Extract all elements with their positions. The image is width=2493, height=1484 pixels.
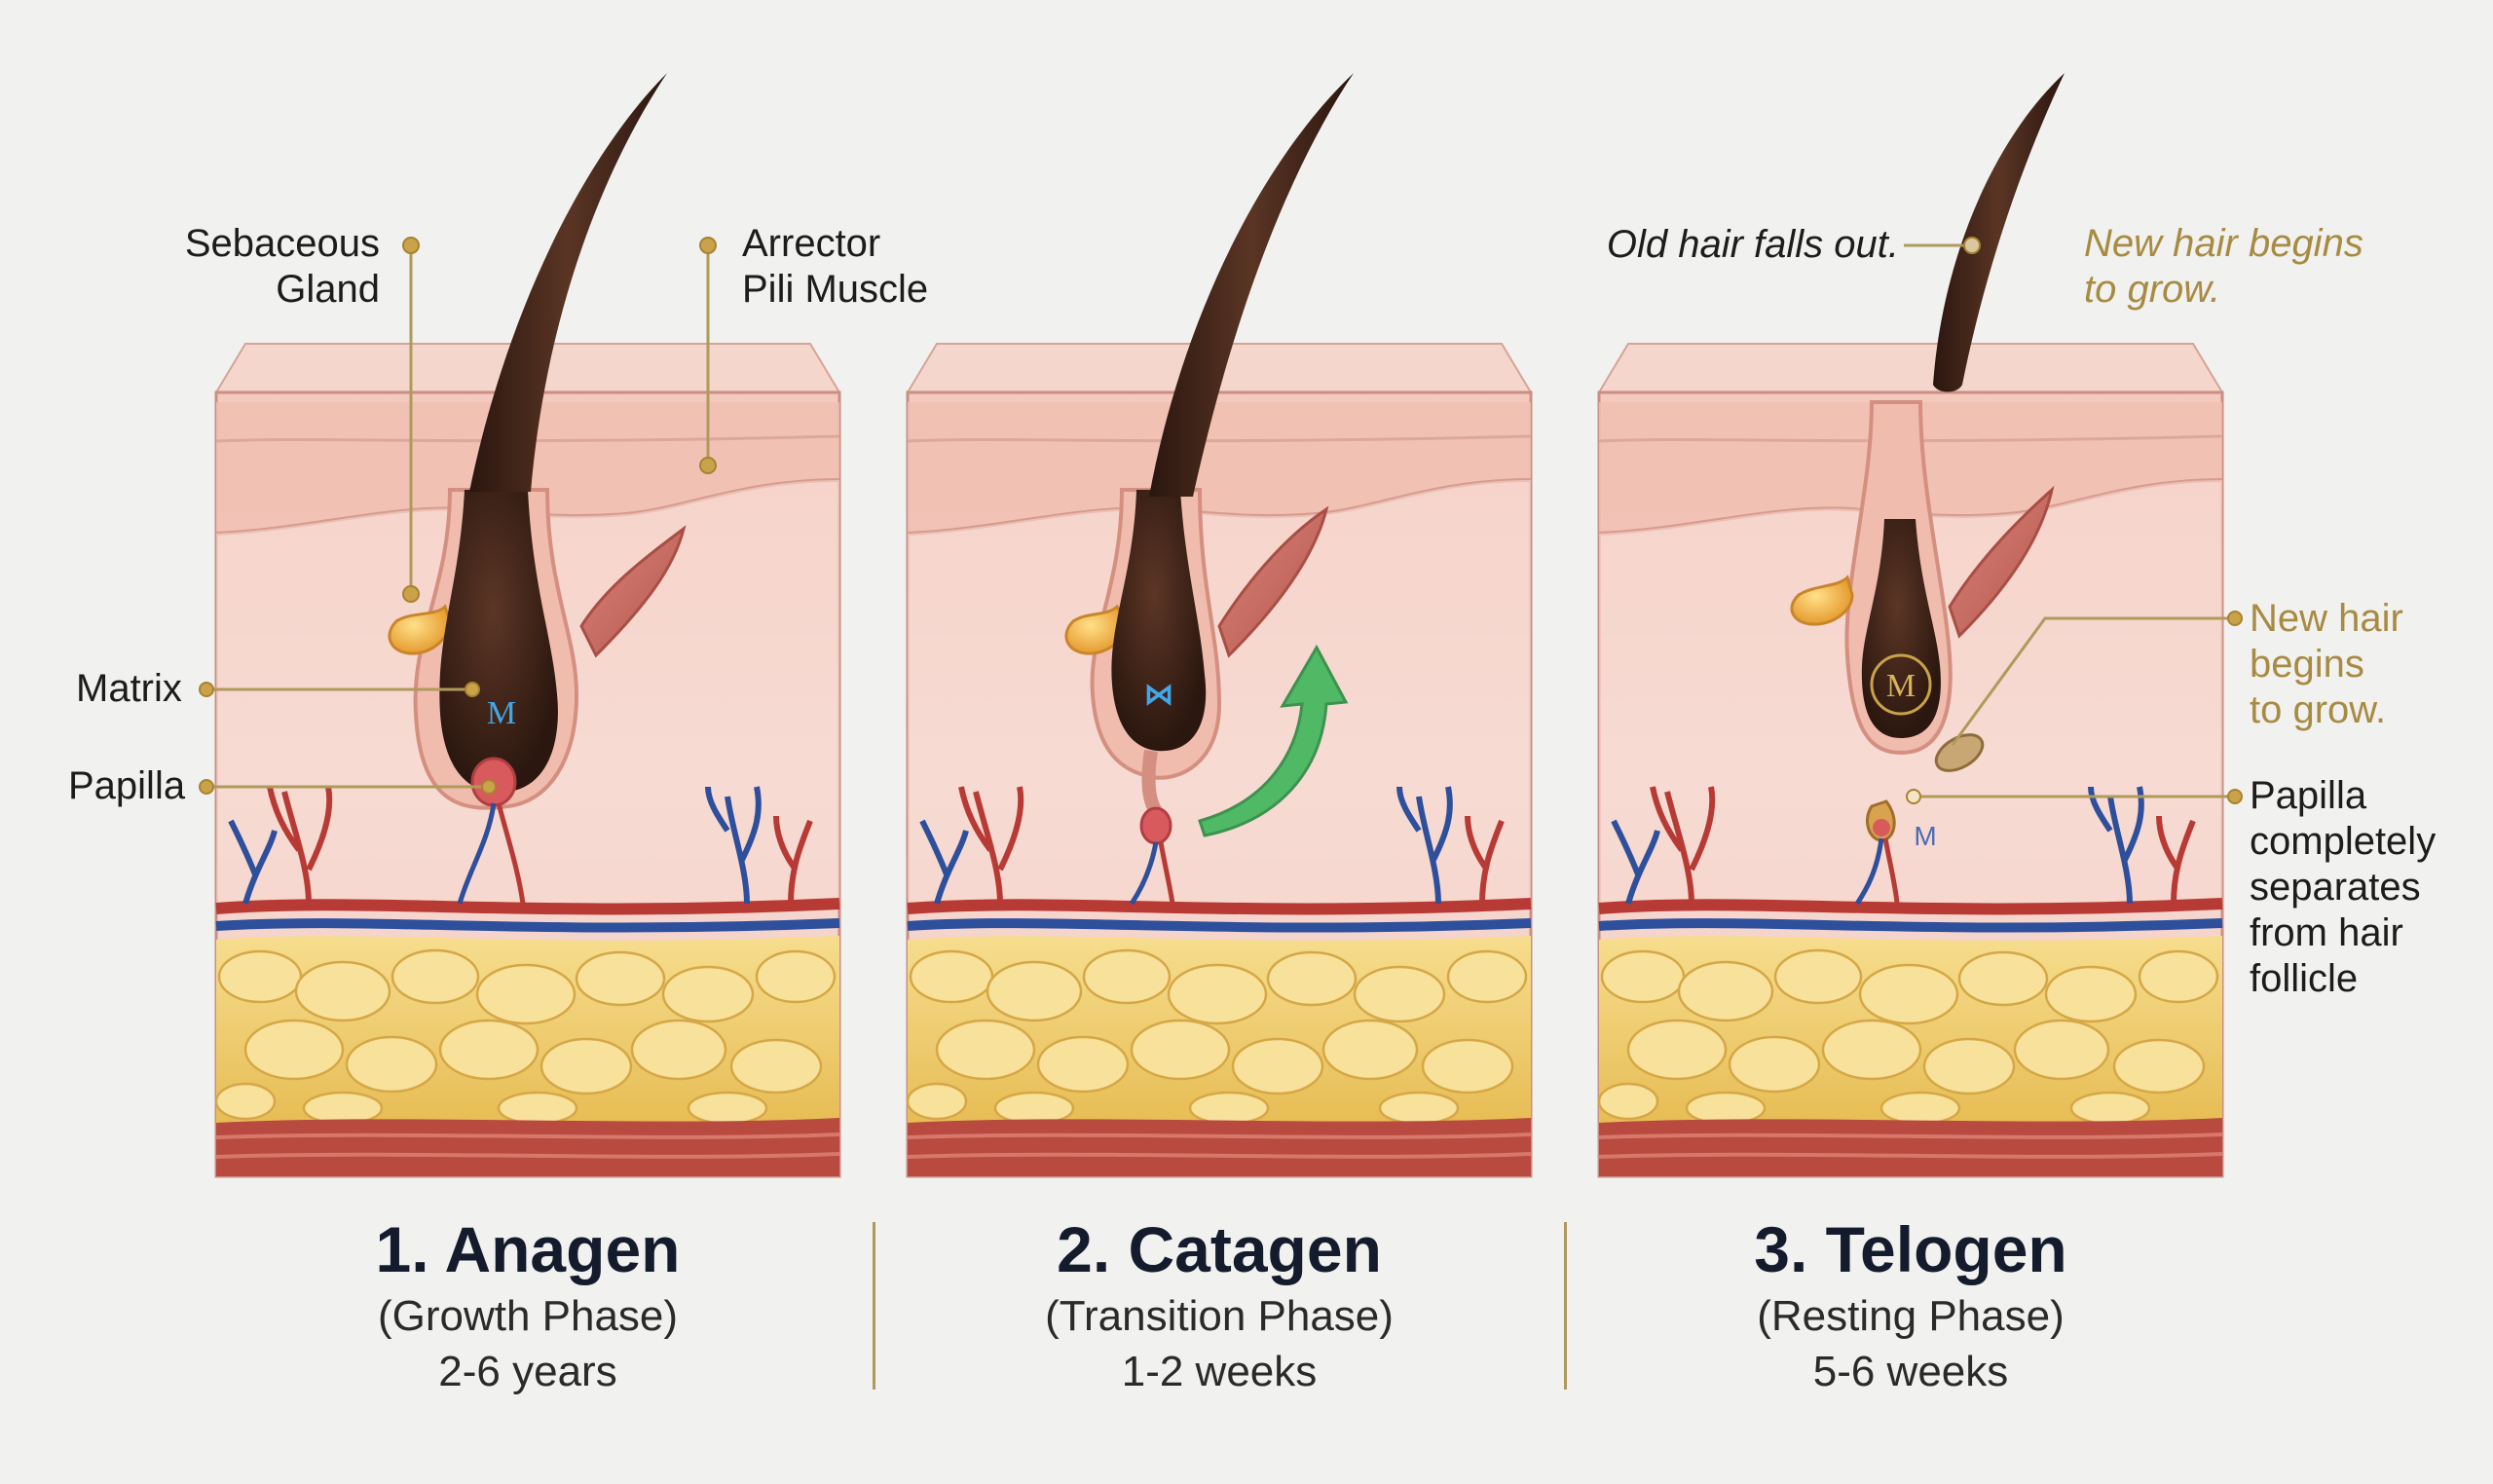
telogen-shed-hair	[1933, 73, 2065, 392]
anagen-hair-shaft	[469, 73, 667, 492]
new-hair-right-label-line3: to grow.	[2250, 688, 2387, 731]
new-hair-right-label: New hair begins to grow.	[2250, 596, 2474, 733]
catagen-duration: 1-2 weeks	[1121, 1348, 1318, 1395]
new-hair-right-label-line2: begins	[2250, 643, 2364, 686]
papilla-separates-label-line2: completely	[2250, 820, 2437, 863]
sebaceous-gland-label-line2: Gland	[276, 268, 380, 311]
telogen-title: 3. Telogen	[1754, 1213, 2067, 1285]
anagen-duration: 2-6 years	[438, 1348, 617, 1395]
new-hair-right-label-line1: New hair	[2250, 597, 2403, 640]
anagen-title: 1. Anagen	[375, 1213, 681, 1285]
divider-2	[1564, 1222, 1567, 1390]
arrector-pili-label: Arrector Pili Muscle	[742, 221, 1034, 313]
catagen-panel: ⋈	[908, 344, 1531, 1176]
papilla-separates-label-line1: Papilla	[2250, 774, 2367, 817]
new-hair-top-label-line2: to grow.	[2084, 268, 2221, 311]
arrector-pili-label-line2: Pili Muscle	[742, 268, 929, 311]
callout-dots	[199, 237, 2243, 804]
anagen-panel: M	[216, 344, 839, 1176]
papilla-separates-label-line4: from hair	[2250, 911, 2403, 954]
club-hair-m-icon: M	[1886, 668, 1916, 704]
arrector-pili-label-line1: Arrector	[742, 222, 881, 265]
matrix-m-icon: M	[487, 695, 516, 731]
new-hair-right-callout-line	[1951, 616, 2235, 746]
papilla-separates-label: Papilla completely separates from hair f…	[2250, 773, 2483, 1002]
sebaceous-gland-label: Sebaceous Gland	[127, 221, 380, 313]
old-hair-label: Old hair falls out.	[1606, 223, 1899, 266]
papilla-separates-label-line3: separates	[2250, 866, 2421, 909]
telogen-duration: 5-6 weeks	[1812, 1348, 2009, 1395]
papilla-m-icon: M	[1914, 821, 1936, 851]
papilla-label: Papilla	[68, 764, 186, 807]
matrix-label: Matrix	[76, 667, 182, 710]
catagen-hair-shaft	[1149, 73, 1354, 497]
new-hair-top-label: New hair begins to grow.	[2084, 221, 2435, 313]
catagen-subtitle: (Transition Phase)	[1045, 1292, 1394, 1340]
curved-up-arrow-icon	[1198, 644, 1349, 837]
catagen-matrix-marker-icon: ⋈	[1144, 679, 1173, 711]
sebaceous-gland-label-line1: Sebaceous	[184, 222, 380, 265]
telogen-subtitle: (Resting Phase)	[1757, 1292, 2065, 1340]
anagen-subtitle: (Growth Phase)	[377, 1292, 679, 1340]
divider-1	[873, 1222, 875, 1390]
telogen-panel: M M	[1599, 344, 2222, 1176]
catagen-title: 2. Catagen	[1057, 1213, 1382, 1285]
new-hair-top-label-line1: New hair begins	[2084, 222, 2363, 265]
papilla-separates-label-line5: follicle	[2250, 957, 2359, 1000]
